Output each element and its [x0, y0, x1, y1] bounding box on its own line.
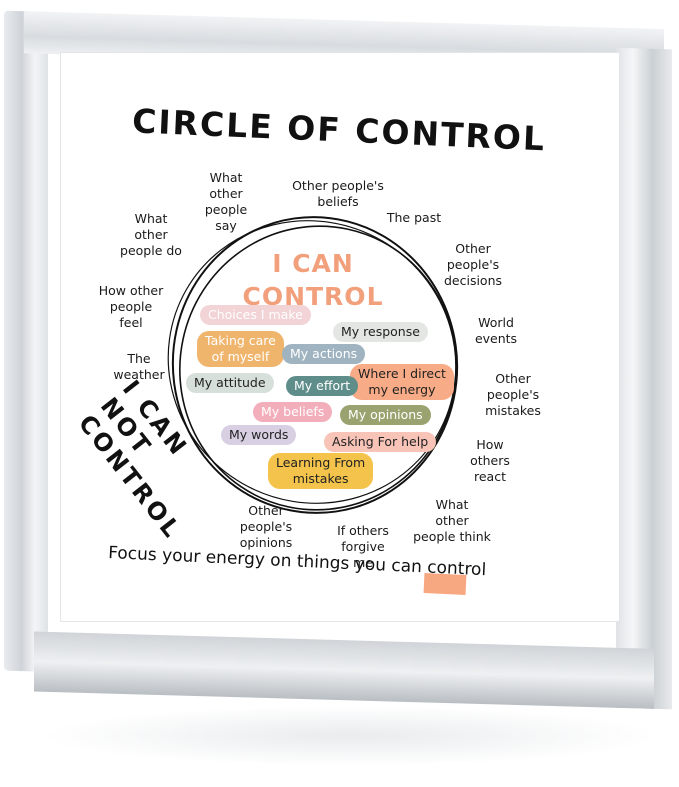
i-can-control-heading: I CAN CONTROL: [242, 249, 384, 311]
outer-item: Other people's mistakes: [485, 371, 541, 418]
outer-item: If others forgive me: [337, 523, 389, 570]
inner-pill: Asking For help: [324, 432, 437, 452]
inner-pill: Choices I make: [200, 305, 311, 325]
inner-pill: My response: [333, 322, 428, 342]
inner-pill: Where I direct my energy: [350, 364, 454, 400]
inner-pill: Learning From mistakes: [268, 453, 374, 489]
outer-item: The past: [386, 210, 442, 225]
outer-item: How other people feel: [98, 283, 164, 330]
outer-item: World events: [474, 315, 518, 346]
inner-pill: Taking care of myself: [197, 331, 284, 367]
outer-item: What other people say: [204, 170, 248, 233]
outer-item: How others react: [470, 437, 510, 484]
outer-item: What other people do: [120, 211, 182, 258]
floor-shadow: [40, 706, 660, 766]
inner-pill: My opinions: [340, 405, 431, 425]
inner-pill: My beliefs: [253, 402, 333, 422]
outer-item: Other people's opinions: [239, 503, 293, 550]
inner-pill: My words: [221, 425, 297, 445]
outer-item: Other people's decisions: [443, 241, 503, 288]
inner-pill: My effort: [286, 376, 359, 396]
outer-item: What other people think: [413, 497, 491, 544]
outer-item: Other people's beliefs: [292, 178, 384, 209]
inner-pill: My actions: [282, 344, 366, 364]
outer-item: The weather: [113, 351, 165, 382]
inner-pill: My attitude: [186, 373, 274, 393]
